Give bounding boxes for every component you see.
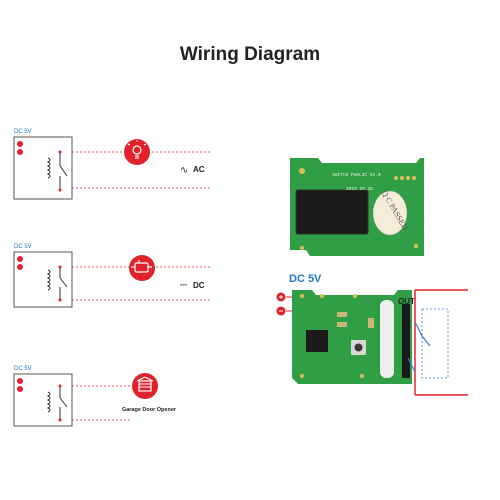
relay-board-bottom-view: DC 5V OUT bbox=[276, 273, 468, 396]
minus-terminal bbox=[17, 386, 23, 392]
relay-box bbox=[13, 136, 73, 200]
output-label: DC bbox=[193, 281, 205, 290]
relay-board-top-view: Q C PASSED SWITCH PUBLIC V1.0 2019.10.15 bbox=[290, 158, 424, 256]
qc-sticker bbox=[372, 190, 408, 236]
output-header-label: OUT bbox=[398, 297, 415, 306]
switch-contact-icon bbox=[414, 321, 423, 337]
output-label: Garage Door Opener bbox=[122, 407, 177, 413]
circuit-ac-light: DC 5V ∿ AC bbox=[13, 129, 210, 200]
wifi-chip bbox=[306, 330, 328, 352]
relay-component bbox=[296, 190, 368, 234]
output-label: AC bbox=[193, 165, 205, 174]
circuit-garage-door: DC 5V Garage Door Opener bbox=[13, 366, 177, 427]
light-bulb-icon bbox=[124, 139, 150, 165]
dc-symbol-icon: ⎓ bbox=[180, 281, 187, 291]
plus-terminal bbox=[17, 378, 23, 384]
pcb-date: 2019.10.15 bbox=[346, 186, 373, 192]
garage-door-icon bbox=[132, 373, 158, 399]
ac-symbol-icon: ∿ bbox=[180, 165, 188, 176]
plus-terminal bbox=[17, 141, 23, 147]
circuit-dc-motor: DC 5V ⎓ DC bbox=[13, 244, 210, 308]
plus-terminal bbox=[17, 256, 23, 262]
relay-coil-icon bbox=[46, 157, 51, 179]
output-terminal-block bbox=[402, 304, 410, 378]
minus-terminal bbox=[17, 149, 23, 155]
relay-contact-box bbox=[421, 308, 449, 379]
relay-coil-icon bbox=[46, 391, 51, 413]
board-supply-label: DC 5V bbox=[289, 273, 322, 285]
supply-label: DC 5V bbox=[14, 129, 32, 135]
minus-terminal bbox=[17, 264, 23, 270]
page-title: Wiring Diagram bbox=[179, 44, 321, 65]
antenna-slot bbox=[380, 300, 394, 378]
pcb-silkscreen: SWITCH PUBLIC V1.0 bbox=[332, 172, 381, 178]
relay-coil-icon bbox=[46, 269, 51, 291]
relay-box bbox=[13, 251, 73, 308]
supply-label: DC 5V bbox=[14, 366, 32, 372]
motor-icon bbox=[129, 255, 155, 281]
relay-box bbox=[13, 373, 73, 427]
supply-label: DC 5V bbox=[14, 244, 32, 250]
